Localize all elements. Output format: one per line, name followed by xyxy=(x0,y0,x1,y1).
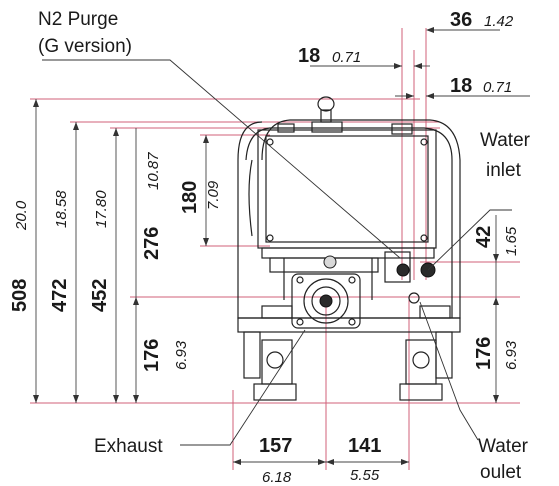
n2-purge-label: N2 Purge xyxy=(38,9,118,30)
dim-42-mm: 42 xyxy=(473,226,495,248)
dim-276-in: 10.87 xyxy=(145,152,162,190)
bottom-dimensions: 157 6.18 141 5.55 xyxy=(259,435,381,486)
dim-18a-in: 0.71 xyxy=(332,49,361,66)
dim-176-right-in: 6.93 xyxy=(503,340,520,370)
water-outlet-label: Water xyxy=(478,436,529,457)
water-outlet-label-2: oulet xyxy=(480,462,522,483)
n2-purge-version-label: (G version) xyxy=(38,36,132,57)
arrowheads xyxy=(33,27,499,465)
dimension-lines xyxy=(35,29,530,463)
vertical-dimensions: 508 20.0 472 18.58 452 17.80 276 10.87 1… xyxy=(9,152,520,372)
dim-452-in: 17.80 xyxy=(93,190,110,228)
water-inlet-label-2: inlet xyxy=(486,160,522,181)
dim-18a-mm: 18 xyxy=(298,45,320,67)
dim-176-left-mm: 176 xyxy=(141,339,163,372)
dim-276-mm: 276 xyxy=(141,227,163,260)
dim-141-in: 5.55 xyxy=(350,467,380,484)
leader-lines xyxy=(42,59,512,446)
dim-42-in: 1.65 xyxy=(503,226,520,256)
left-foot xyxy=(261,339,293,385)
base-plate xyxy=(237,317,461,333)
right-foot xyxy=(405,339,437,385)
dim-36-mm: 36 xyxy=(450,9,472,31)
dim-180-mm: 180 xyxy=(179,181,201,214)
dim-472-mm: 472 xyxy=(49,279,71,312)
dim-176-right-mm: 176 xyxy=(473,337,495,370)
water-inlet-label: Water xyxy=(480,130,531,151)
dim-176-left-in: 6.93 xyxy=(173,340,190,370)
dim-508-in: 20.0 xyxy=(13,200,30,231)
extension-lines xyxy=(30,28,520,470)
dim-18b-mm: 18 xyxy=(450,75,472,97)
water-inlet-fitting xyxy=(396,263,410,277)
dim-18b-in: 0.71 xyxy=(483,79,512,96)
motor-housing xyxy=(257,129,437,249)
dim-141-mm: 141 xyxy=(348,435,381,457)
dim-157-in: 6.18 xyxy=(262,469,292,486)
dim-472-in: 18.58 xyxy=(53,190,70,228)
lifting-eye xyxy=(317,96,335,112)
dim-180-in: 7.09 xyxy=(205,180,222,210)
callouts: N2 Purge (G version) Water inlet Exhaust… xyxy=(38,9,531,483)
dim-452-mm: 452 xyxy=(89,279,111,312)
exhaust-flange xyxy=(291,273,361,329)
top-dimensions: 36 1.42 18 0.71 18 0.71 xyxy=(298,9,514,97)
dim-157-mm: 157 xyxy=(259,435,292,457)
exhaust-label: Exhaust xyxy=(94,436,163,457)
frame-outline xyxy=(237,119,461,319)
water-outlet-fitting xyxy=(408,292,420,304)
dim-508-mm: 508 xyxy=(9,279,31,312)
dim-36-in: 1.42 xyxy=(484,13,514,30)
pump-machine xyxy=(237,96,461,401)
